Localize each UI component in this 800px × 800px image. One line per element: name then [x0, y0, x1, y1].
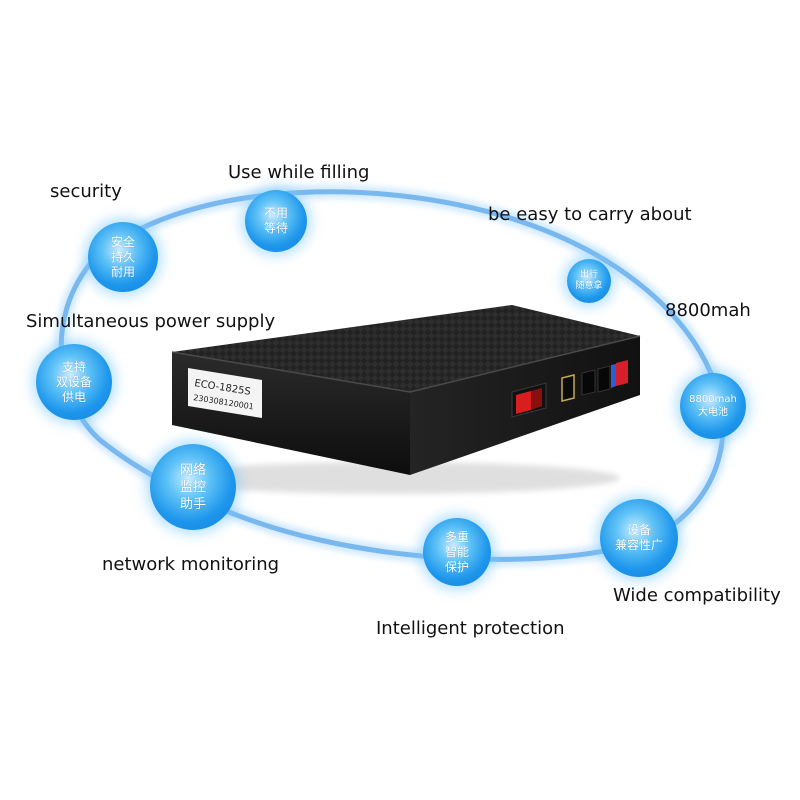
- caption-simultaneous-power-supply: Simultaneous power supply: [26, 311, 276, 332]
- badge-text-use-while-filling: 不用 等待: [263, 206, 288, 235]
- device-label: ECO-1825S 230308120001: [188, 368, 262, 418]
- feature-node-easy-to-carry: 出行 随意拿: [567, 259, 611, 303]
- device-ports: [561, 360, 628, 402]
- feature-node-8800mah: 8800mah 大电池: [680, 373, 746, 439]
- badge-text-easy-to-carry: 出行 随意拿: [575, 270, 603, 291]
- device-top-surface: [172, 305, 640, 392]
- caption-intelligent-protection: Intelligent protection: [376, 618, 565, 639]
- badge-text-security: 安全 持久 耐用: [110, 234, 135, 279]
- caption-use-while-filling: Use while filling: [228, 162, 370, 183]
- usb-port-blue: [611, 364, 616, 388]
- caption-network-monitoring: network monitoring: [102, 554, 280, 575]
- dc-port-2: [597, 365, 611, 393]
- feature-node-simultaneous-power-supply: 支持 双设备 供电: [36, 344, 112, 420]
- feature-node-security: 安全 持久 耐用: [88, 222, 158, 292]
- caption-security: security: [50, 181, 122, 202]
- caption-easy-to-carry: be easy to carry about: [488, 204, 692, 225]
- usb-port-yellow: [561, 374, 575, 402]
- usb-port-red: [616, 360, 628, 386]
- feature-node-intelligent-protection: 多重 智能 保护: [423, 518, 491, 586]
- badge-text-network-monitoring: 网络 监控 助手: [179, 462, 206, 512]
- caption-8800mah: 8800mah: [665, 300, 751, 321]
- power-switch: [511, 382, 547, 418]
- badge-text-wide-compatibility: 设备 兼容性广: [614, 523, 663, 552]
- power-bank-device: ECO-1825S 230308120001: [160, 305, 641, 494]
- badge-text-intelligent-protection: 多重 智能 保护: [444, 529, 469, 574]
- feature-node-use-while-filling: 不用 等待: [245, 190, 307, 252]
- dc-port-1: [581, 369, 596, 396]
- badge-text-8800mah: 8800mah 大电池: [689, 394, 737, 418]
- feature-node-network-monitoring: 网络 监控 助手: [150, 444, 236, 530]
- feature-node-wide-compatibility: 设备 兼容性广: [600, 499, 678, 577]
- badge-text-simultaneous-power-supply: 支持 双设备 供电: [55, 359, 92, 404]
- caption-wide-compatibility: Wide compatibility: [613, 585, 781, 606]
